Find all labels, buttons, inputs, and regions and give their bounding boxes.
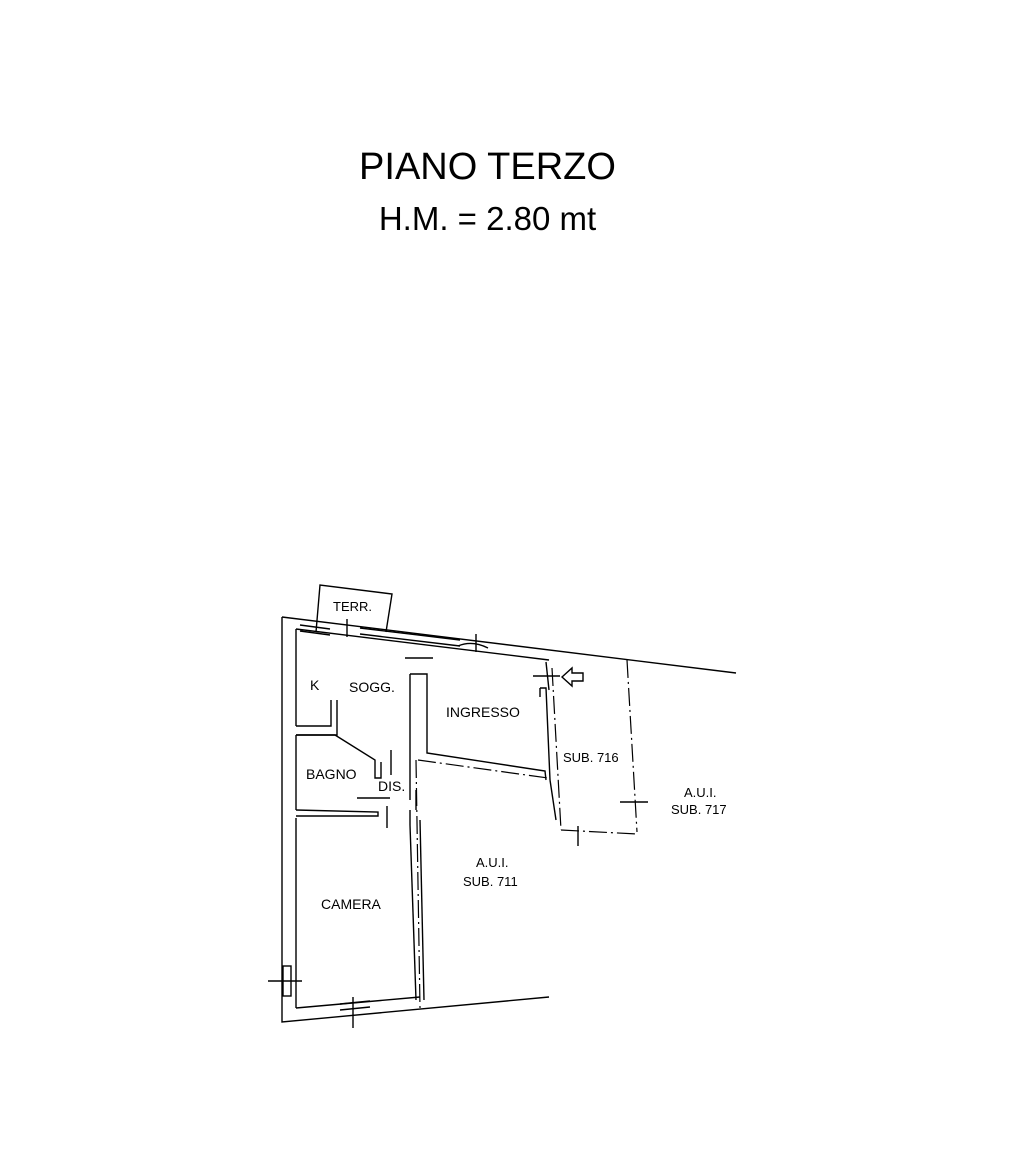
room-label-terrace: TERR. <box>333 599 372 614</box>
area-label-sub716: SUB. 716 <box>563 750 619 765</box>
plan-title: PIANO TERZO <box>359 146 616 188</box>
area-label-aui-717-line2: SUB. 717 <box>671 802 727 817</box>
room-label-bagno: BAGNO <box>306 766 357 782</box>
kitchen-partition <box>296 700 338 736</box>
area-label-aui-711-line2: SUB. 711 <box>463 874 518 889</box>
room-label-ingresso: INGRESSO <box>446 704 520 720</box>
outer-walls <box>281 616 737 1023</box>
room-label-disimpegno: DIS. <box>378 778 405 794</box>
central-wall <box>409 673 549 1009</box>
area-label-aui-711-line1: A.U.I. <box>476 855 509 870</box>
room-label-camera: CAMERA <box>321 896 382 912</box>
entrance-walls <box>533 661 584 821</box>
ceiling-height-label: H.M. = 2.80 mt <box>378 200 597 237</box>
room-label-soggiorno: SOGG. <box>349 679 395 695</box>
top-wall-openings <box>359 627 489 659</box>
entrance-arrow-icon <box>560 666 584 688</box>
terrace <box>299 584 393 637</box>
room-label-kitchen: K <box>310 677 320 693</box>
area-label-aui-717-line1: A.U.I. <box>684 785 717 800</box>
bathroom-walls <box>295 734 392 828</box>
bottom-openings <box>268 965 371 1028</box>
sub716-boundaries <box>551 659 648 846</box>
